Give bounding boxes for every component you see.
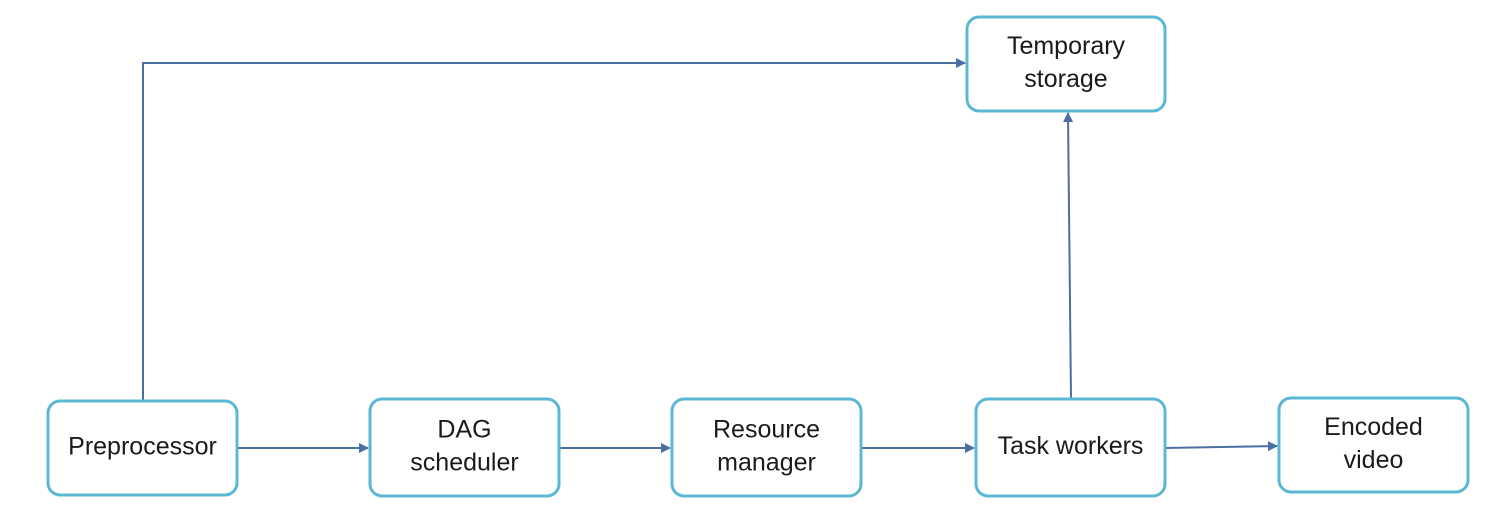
node-label-encoded-video-line-2: video: [1344, 446, 1404, 474]
node-label-resource-manager-line-2: manager: [717, 449, 816, 477]
node-box-task-workers: [974, 397, 1167, 498]
node-box-preprocessor: [46, 399, 239, 497]
node-label-preprocessor-line-1: Preprocessor: [68, 433, 217, 461]
edge-task-workers-to-temporary-storage: [1063, 112, 1074, 400]
node-label-temporary-storage-line-1: Temporary: [1007, 32, 1126, 60]
edge-task-workers-to-encoded-video: [1164, 441, 1278, 452]
node-temporary-storage: Temporary storage: [965, 15, 1167, 113]
node-label-task-workers-line-1: Task workers: [998, 432, 1144, 460]
node-box-resource-manager: [670, 397, 863, 498]
node-box-dag-scheduler: [368, 397, 561, 498]
node-label-dag-scheduler-line-2: scheduler: [410, 449, 518, 477]
edges-layer: [142, 58, 1278, 453]
node-encoded-video: Encoded video: [1277, 396, 1470, 494]
node-box-encoded-video: [1277, 396, 1470, 494]
node-box-temporary-storage: [965, 15, 1167, 113]
node-label-dag-scheduler-line-1: DAG: [437, 416, 491, 444]
node-dag-scheduler: DAG scheduler: [368, 397, 561, 498]
node-task-workers: Task workers: [974, 397, 1167, 498]
node-label-encoded-video-line-1: Encoded: [1324, 413, 1423, 441]
node-label-resource-manager-line-1: Resource: [713, 416, 820, 444]
node-resource-manager: Resource manager: [670, 397, 863, 498]
node-label-temporary-storage-line-2: storage: [1024, 65, 1107, 93]
edge-preprocessor-to-temporary-storage: [142, 58, 966, 401]
nodes-layer: Preprocessor DAG scheduler Resource manager T…: [46, 15, 1470, 498]
node-preprocessor: Preprocessor: [46, 399, 239, 497]
